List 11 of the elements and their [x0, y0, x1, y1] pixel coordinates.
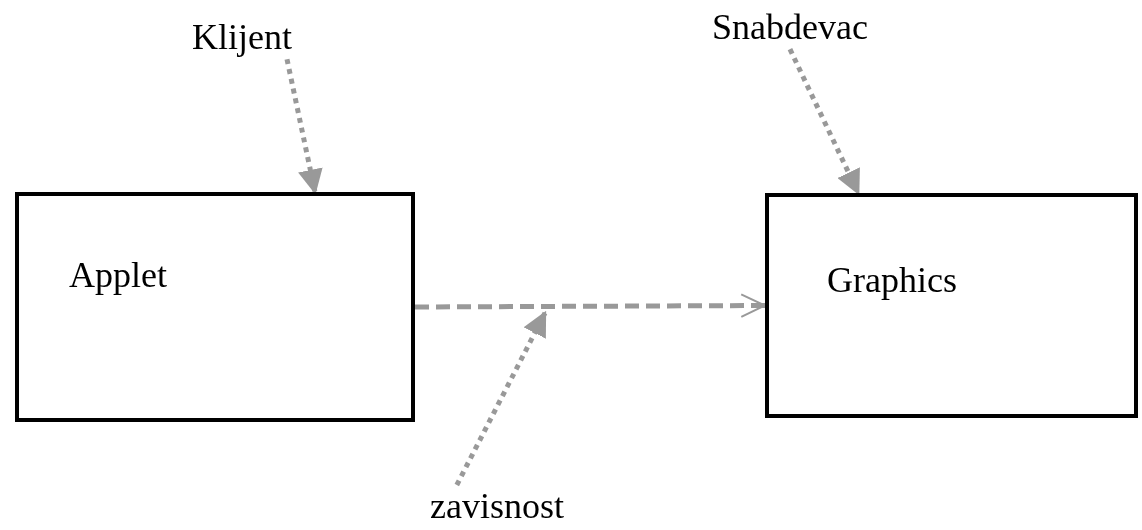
- leader-arrow: [454, 310, 548, 487]
- class-name: Applet: [69, 254, 167, 297]
- class-name: Graphics: [827, 259, 957, 302]
- dependency-arrow: [284, 58, 323, 195]
- class-box: [15, 192, 415, 422]
- role-label: Klijent: [192, 16, 292, 60]
- role-label: Snabdevac: [712, 6, 868, 50]
- role-label: zavisnost: [430, 485, 564, 529]
- dependency-arrow: [787, 48, 861, 196]
- dependency-arrow: [415, 293, 766, 318]
- class-box: [765, 193, 1138, 418]
